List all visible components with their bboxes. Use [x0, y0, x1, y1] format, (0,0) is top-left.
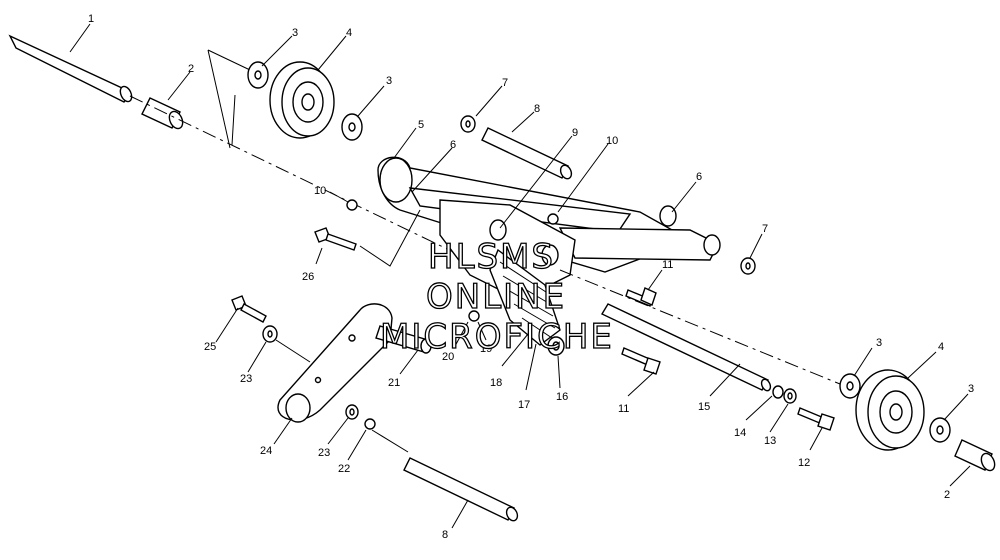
bolt-11-upper	[625, 287, 657, 307]
nut-22	[364, 418, 376, 430]
callout-8: 8	[534, 103, 540, 115]
bushing-2-lower	[954, 439, 996, 472]
callout-25: 25	[204, 341, 216, 353]
wheel-4-lower	[855, 369, 925, 451]
axis-line-lower	[559, 269, 841, 385]
callout-21: 21	[388, 377, 400, 389]
shaft-8-lower	[403, 457, 519, 522]
callout-8: 8	[442, 529, 448, 541]
shaft-15	[601, 303, 772, 392]
bushing-2	[141, 97, 184, 130]
leader-lines	[69, 23, 971, 529]
shaft-1	[8, 34, 133, 103]
callout-15: 15	[698, 401, 710, 413]
washer-3-lower-a	[839, 373, 861, 399]
spring-17	[489, 248, 561, 346]
callout-7: 7	[762, 223, 768, 235]
callout-10: 10	[606, 135, 618, 147]
bolt-26-leader	[359, 209, 421, 267]
bolt-11-lower	[621, 347, 661, 375]
callout-12: 12	[798, 457, 810, 469]
callout-3: 3	[292, 27, 298, 39]
washer-13	[783, 388, 797, 404]
callout-5: 5	[418, 119, 424, 131]
callout-10: 10	[314, 185, 326, 197]
callout-13: 13	[764, 435, 776, 447]
callout-3: 3	[968, 383, 974, 395]
bolt-25	[231, 295, 267, 323]
bolt-12	[797, 407, 835, 431]
bolt-26	[314, 227, 357, 251]
callout-11: 11	[618, 403, 629, 415]
lower-leader	[371, 429, 409, 453]
callout-3: 3	[386, 75, 392, 87]
watermark-line-3: MICROFICHE	[380, 317, 614, 357]
callout-6: 6	[696, 171, 702, 183]
callout-7: 7	[502, 77, 508, 89]
arm-24	[277, 303, 393, 423]
callout-4: 4	[938, 341, 944, 353]
bushing-16	[547, 336, 565, 356]
callout-23: 23	[240, 373, 252, 385]
callout-labels: 1 2 3 4 3 7 8 5 6 9 10 10 6 7 11 26 25 2…	[88, 13, 974, 541]
callout-11: 11	[662, 259, 673, 271]
washer-3-upper-a	[247, 61, 269, 89]
nut-19	[468, 310, 480, 322]
callout-3: 3	[876, 337, 882, 349]
washer-23-lower	[345, 404, 359, 420]
washer-7-right	[740, 257, 756, 275]
callout-23: 23	[318, 447, 330, 459]
callout-4: 4	[346, 27, 352, 39]
callout-16: 16	[556, 391, 568, 403]
callout-6: 6	[450, 139, 456, 151]
bushing-21	[375, 325, 432, 354]
wheel-4-upper	[269, 61, 335, 139]
watermark: HLSMS ONLINE MICROFICHE	[379, 236, 614, 357]
callout-2: 2	[944, 489, 950, 501]
washer-3-upper-b	[341, 113, 363, 141]
nut-10-right	[547, 213, 559, 225]
nut-10-left	[346, 199, 358, 211]
callout-2: 2	[188, 63, 194, 75]
watermark-line-1: HLSMS	[428, 237, 555, 277]
callout-19: 19	[480, 343, 492, 355]
axis-line-upper	[129, 95, 471, 261]
bolt-25-leader	[275, 339, 311, 363]
callout-24: 24	[260, 445, 272, 457]
washer-14	[772, 385, 784, 399]
bracket-guide	[207, 49, 251, 149]
callout-1: 1	[88, 13, 94, 25]
callout-9: 9	[572, 127, 578, 139]
callout-17: 17	[518, 399, 530, 411]
callout-20: 20	[442, 351, 454, 363]
watermark-line-2: ONLINE	[426, 277, 566, 317]
callout-14: 14	[734, 427, 746, 439]
callout-26: 26	[302, 271, 314, 283]
callout-22: 22	[338, 463, 350, 475]
shaft-8-upper	[481, 127, 573, 180]
washer-3-lower-b	[929, 417, 951, 443]
washer-7-upper	[460, 115, 476, 133]
callout-18: 18	[490, 377, 502, 389]
washer-23-upper	[262, 325, 278, 343]
